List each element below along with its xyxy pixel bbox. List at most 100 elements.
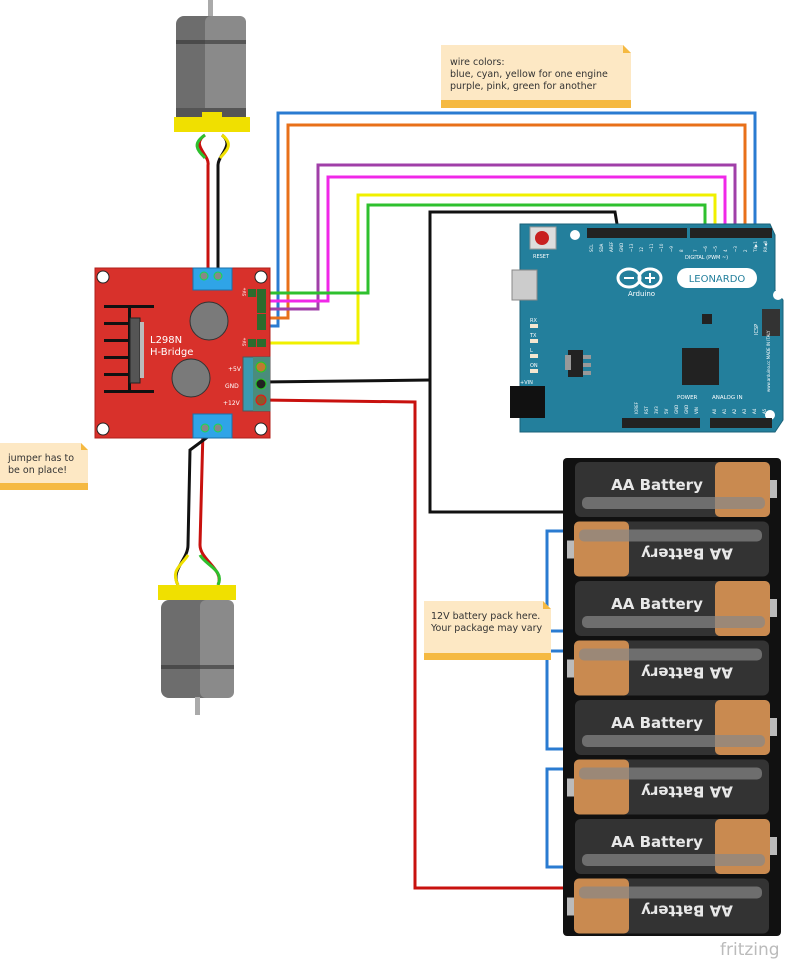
battery-label: AA Battery: [641, 664, 733, 682]
power-label: POWER: [677, 395, 698, 401]
made-in-label: www.arduino.cc MADE IN ITALY: [766, 330, 771, 392]
pin-label: ~10: [659, 243, 664, 252]
capacitor: [189, 301, 229, 341]
battery-cell: AA Battery: [567, 521, 769, 577]
battery-cell: AA Battery: [567, 640, 769, 696]
pin-label: ~9: [669, 246, 674, 252]
note-battery[interactable]: 12V battery pack here. Your package may …: [424, 601, 551, 660]
arduino-brand: Arduino: [628, 290, 655, 298]
led: [530, 369, 538, 373]
pin-label-12v: +12V: [223, 400, 241, 407]
pin-label: TX▶1: [753, 241, 758, 253]
pin-label-5v: +5V: [228, 366, 242, 373]
icsp-header[interactable]: [762, 309, 780, 336]
note-line: be on place!: [8, 465, 67, 476]
motor-top: [174, 0, 250, 272]
heatsink: [104, 305, 154, 393]
wire-purple[interactable]: [268, 163, 737, 311]
header-analog[interactable]: [710, 418, 772, 428]
enable-label-bottom: 5V+: [242, 337, 247, 346]
pin-label: 12: [639, 246, 644, 252]
motor-terminal-bottom[interactable]: [192, 413, 233, 439]
wire-pink[interactable]: [268, 175, 727, 303]
pin-label: A0: [712, 408, 717, 414]
l298n-title: L298N: [150, 335, 182, 346]
note-line: wire colors:: [450, 57, 505, 68]
pin-label: 8: [679, 249, 684, 252]
pin-label: 3V3: [654, 406, 659, 414]
motor-bottom-wire-red: [198, 429, 221, 586]
battery-jumper-2[interactable]: [545, 649, 566, 751]
note-line: blue, cyan, yellow for one engine: [450, 69, 608, 80]
pin-label: A5: [762, 408, 767, 414]
usb-port[interactable]: [511, 269, 538, 301]
power-jack[interactable]: [510, 386, 545, 418]
pin-label: 7: [693, 249, 698, 252]
battery-label: AA Battery: [611, 476, 703, 494]
led: [530, 339, 538, 343]
note-line: jumper has to: [7, 453, 74, 464]
l298n-subtitle: H-Bridge: [150, 347, 193, 358]
pin-label: 2: [743, 249, 748, 252]
wire-yellow[interactable]: [268, 193, 717, 345]
pin-label: SCL: [589, 244, 594, 252]
battery-cell: AA Battery: [567, 878, 769, 934]
battery-cell: AA Battery: [567, 759, 769, 815]
led-label: TX: [529, 333, 537, 339]
wire-gnd-l298n[interactable]: [261, 378, 431, 384]
note-wire-colors[interactable]: wire colors: blue, cyan, yellow for one …: [441, 45, 631, 108]
arduino-logo: [616, 267, 663, 289]
microcontroller: [682, 348, 719, 385]
pin-label: RX◀0: [763, 240, 768, 252]
pin-label: AREF: [609, 241, 614, 252]
led-label: RX: [530, 318, 537, 324]
pin-label: ~3: [733, 246, 738, 252]
header-top[interactable]: [587, 228, 687, 238]
motor-terminal-top[interactable]: [192, 267, 233, 291]
battery-jumper-3[interactable]: [545, 767, 566, 869]
pin-label: A2: [732, 408, 737, 414]
battery-label: AA Battery: [641, 902, 733, 920]
pin-label: A4: [752, 408, 757, 414]
pin-label: A1: [722, 408, 727, 414]
pin-label: ~6: [703, 246, 708, 252]
wire-12v[interactable]: [261, 398, 566, 890]
note-line: 12V battery pack here.: [431, 611, 540, 622]
battery-label: AA Battery: [611, 714, 703, 732]
led-label: L: [530, 348, 533, 354]
control-pins[interactable]: [248, 289, 266, 347]
wire-orange[interactable]: [268, 123, 747, 320]
battery-cell: AA Battery: [575, 700, 777, 755]
wire-green[interactable]: [268, 203, 707, 295]
motor-bottom: [158, 428, 236, 715]
battery-jumper-1[interactable]: [545, 529, 566, 633]
note-jumper[interactable]: jumper has to be on place!: [0, 443, 88, 490]
battery-label: AA Battery: [611, 833, 703, 851]
analog-label: ANALOG IN: [712, 395, 743, 401]
battery-cell: AA Battery: [575, 581, 777, 636]
pin-label: ~5: [713, 246, 718, 252]
pin-label: ~13: [629, 243, 634, 252]
battery-label: AA Battery: [611, 595, 703, 613]
icsp-label: ICSP: [754, 324, 760, 335]
led: [530, 324, 538, 328]
capacitor: [171, 358, 211, 398]
wire-gnd-arduino[interactable]: [428, 210, 620, 514]
digital-label: DIGITAL (PWM ~): [685, 255, 728, 261]
header-power[interactable]: [622, 418, 700, 428]
header-digital[interactable]: [690, 228, 772, 238]
wire-blue[interactable]: [268, 111, 757, 328]
enable-label-top: 5V+: [242, 287, 247, 296]
pin-label: ~11: [649, 243, 654, 252]
note-line: Your package may vary: [430, 623, 542, 634]
battery-cell: AA Battery: [575, 462, 777, 517]
vin-label: +VIN: [520, 380, 533, 386]
pin-label: A3: [742, 408, 747, 414]
pin-label: 4: [723, 249, 728, 252]
pin-label: RST: [644, 406, 649, 414]
arduino-model: LEONARDO: [689, 274, 746, 285]
battery-label: AA Battery: [641, 783, 733, 801]
note-line: purple, pink, green for another: [450, 81, 597, 92]
